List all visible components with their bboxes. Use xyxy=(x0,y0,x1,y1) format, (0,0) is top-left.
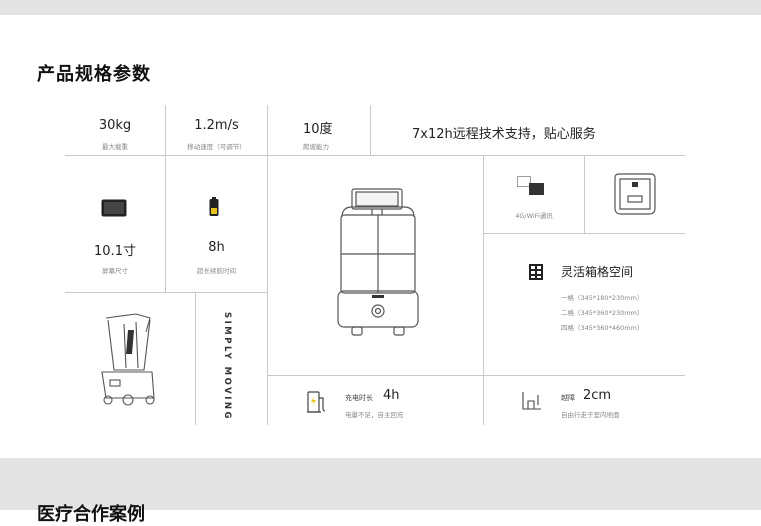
grid-line xyxy=(165,105,166,293)
grid-line xyxy=(65,292,267,293)
top-gray-band xyxy=(0,0,761,15)
charging-sub: 电量不足，自主回充 xyxy=(345,411,404,419)
obstacle-label: 越障 xyxy=(561,394,575,402)
grid-line xyxy=(370,105,371,155)
charging-station-icon xyxy=(307,391,326,413)
load-value: 30kg xyxy=(98,118,132,133)
grid-line xyxy=(267,105,268,425)
tablet-icon xyxy=(101,199,127,217)
robot-side-illustration xyxy=(101,313,155,406)
obstacle-sub: 自由行走于室内地面 xyxy=(561,411,620,419)
energy-label: 爬坡能力 xyxy=(303,143,329,151)
section-title: 产品规格参数 xyxy=(37,64,151,85)
speed-label: 移动速度（可调节） xyxy=(187,143,246,151)
screen-value: 10.1寸 xyxy=(94,244,136,259)
storage-title: 灵活箱格空间 xyxy=(561,265,634,279)
battery-label: 超长续航时间 xyxy=(197,267,236,275)
screen-label: 屏幕尺寸 xyxy=(102,267,128,275)
grid-line xyxy=(195,292,196,425)
support-text: 7x12h远程技术支持，贴心服务 xyxy=(412,127,596,142)
obstacle-step-icon xyxy=(522,392,541,410)
robot-front-illustration xyxy=(337,188,419,336)
grid-line xyxy=(65,155,685,156)
storage-option: 四格（345*360*460mm） xyxy=(561,324,644,332)
speed-value: 1.2m/s xyxy=(194,118,239,133)
obstacle-value: 2cm xyxy=(583,388,612,403)
shelf-grid-icon xyxy=(529,264,543,280)
grid-line xyxy=(584,155,585,233)
charging-label: 充电时长 xyxy=(345,394,373,402)
grid-line xyxy=(483,233,685,234)
network-label: 4G/WiFi通讯 xyxy=(515,212,553,220)
battery-icon xyxy=(209,197,219,216)
load-label: 最大载重 xyxy=(102,143,128,151)
grid-line xyxy=(267,375,685,376)
network-module-icon xyxy=(517,176,544,195)
battery-value: 8h xyxy=(208,240,225,255)
grid-line xyxy=(483,155,484,425)
storage-box-icon xyxy=(614,173,656,215)
storage-option: 一格（345*180*230mm） xyxy=(561,294,644,302)
next-section-title: 医疗合作案例 xyxy=(37,504,145,525)
slogan-text: SIMPLY MOVING xyxy=(222,312,232,421)
charging-value: 4h xyxy=(383,388,400,403)
bottom-gray-band xyxy=(0,458,761,510)
storage-option: 二格（345*360*230mm） xyxy=(561,309,644,317)
energy-value: 10度 xyxy=(303,122,333,137)
